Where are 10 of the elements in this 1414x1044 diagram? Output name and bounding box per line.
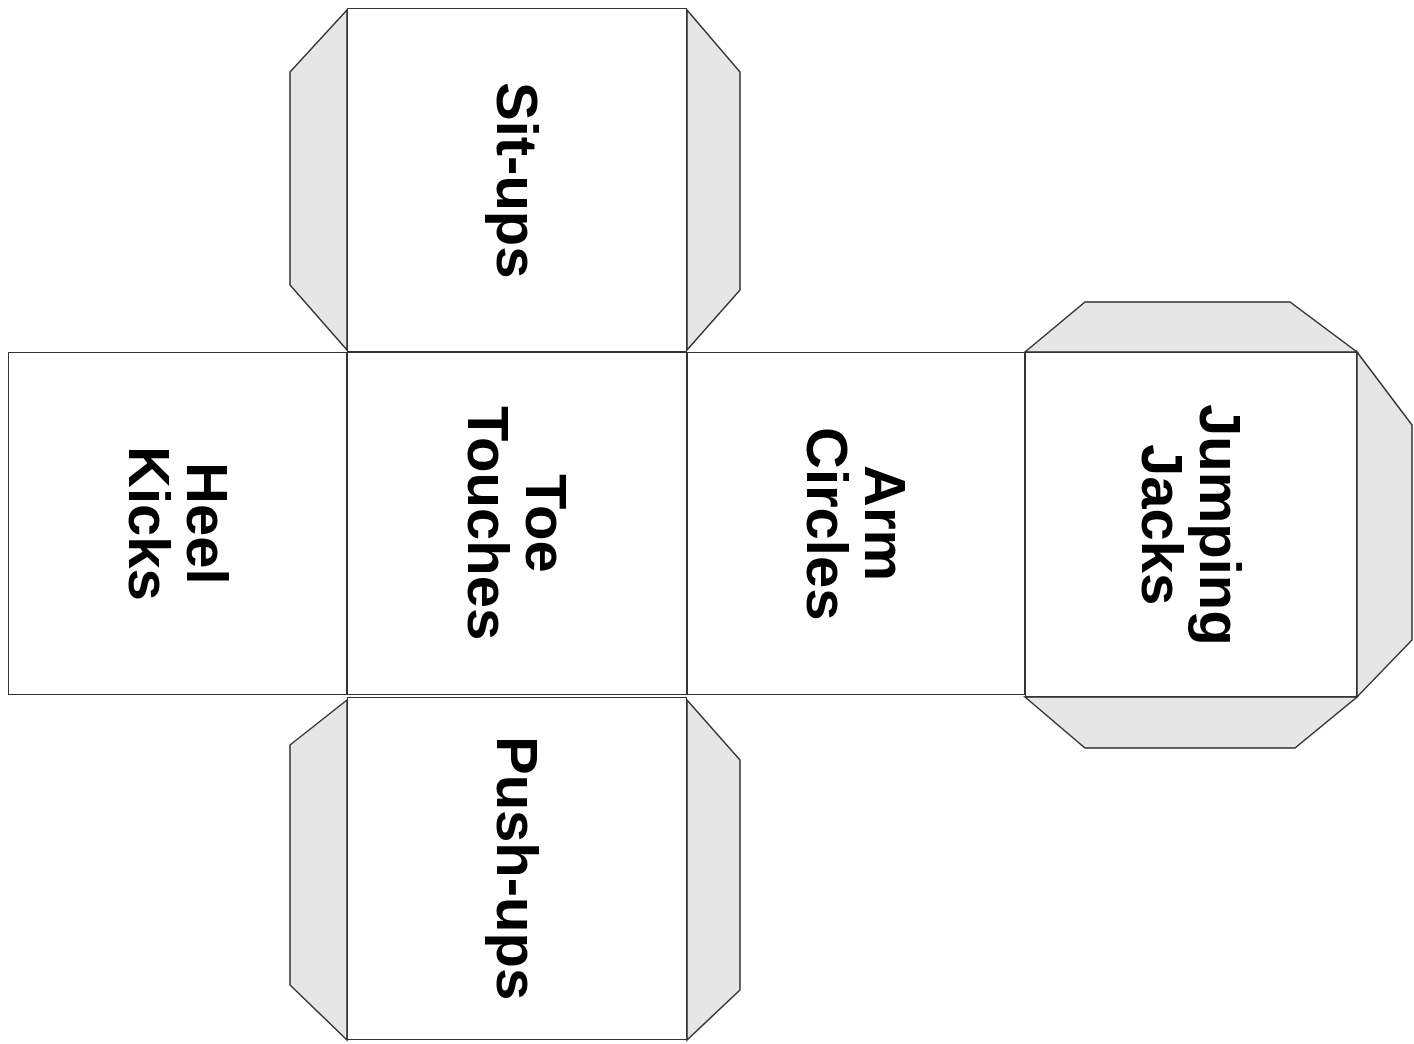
cube-face (347, 8, 687, 352)
cube-face (8, 352, 347, 695)
face-label: Toe Touches (459, 405, 575, 643)
face-label: Heel Kicks (119, 445, 236, 603)
face-label: Jumping Jacks (1133, 402, 1249, 648)
face-label: Arm Circles (798, 425, 914, 623)
cube-face (687, 352, 1025, 695)
cube-face (1025, 352, 1357, 697)
cube-face (347, 697, 687, 1040)
cube-face (347, 352, 687, 695)
